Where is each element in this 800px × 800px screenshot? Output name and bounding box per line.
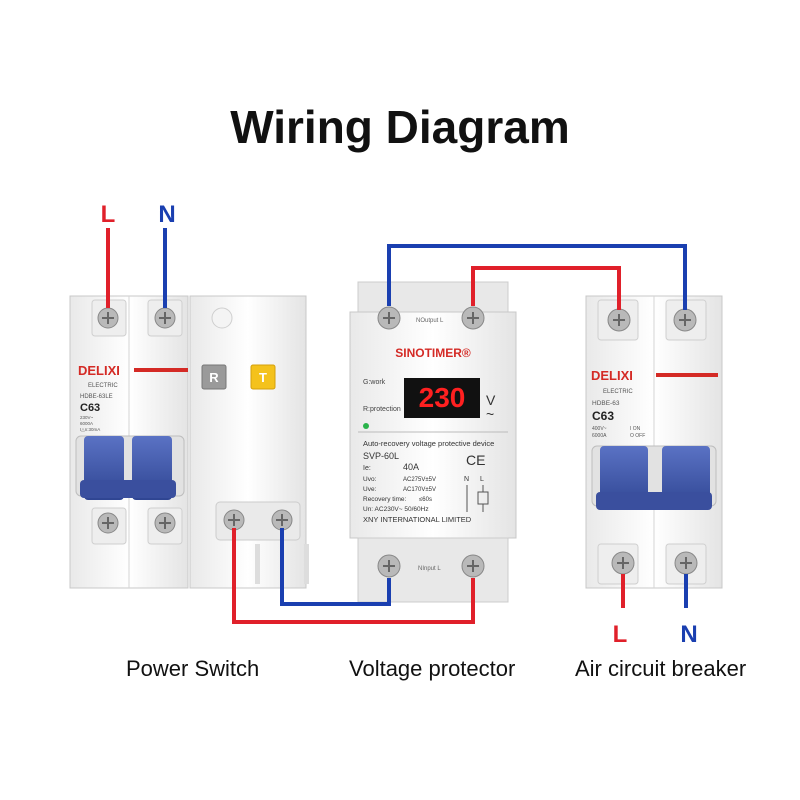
protector-model: SVP-60L [363,451,399,461]
handle-bar[interactable] [596,492,712,510]
indicator-window [211,307,233,329]
screw-slot [680,557,692,569]
power-switch: DELIXI ELECTRIC HDBE-63LE C63 230V~ 6000… [69,295,309,589]
screw-slot [102,312,114,324]
screw-slot [159,312,171,324]
diagram-title: Wiring Diagram [230,101,570,153]
power-switch-brand: DELIXI [78,363,120,378]
input-neutral-label: N [158,201,175,228]
ce-mark: CE [466,452,485,468]
screw-slot [617,557,629,569]
uvo-label: Uvo: [363,476,377,483]
output-terminal-label: NOutput L [416,318,444,324]
terminal-pin [304,544,309,584]
status-protection-label: R:protection [363,406,401,413]
air-circuit-breaker: DELIXI ELECTRIC HDBE-63 C63 400V~ 6000A … [585,295,723,589]
wires [106,228,688,624]
air-breaker-rating: C63 [592,409,614,423]
brand-stripe [656,373,718,377]
ac-symbol: ~ [486,406,494,422]
handle-bar[interactable] [80,480,176,498]
screw-slot [613,314,625,326]
manufacturer: XNY INTERNATIONAL LIMITED [363,515,472,524]
power-switch-caption: Power Switch [126,656,260,681]
status-work-label: G:work [363,379,386,386]
screw-slot [467,560,479,572]
air-breaker-spec-2: 6000A [592,433,607,439]
reset-button[interactable] [250,364,276,390]
uve-label: Uve: [363,486,377,493]
protector-brand: SINOTIMER® [395,346,471,360]
input-live-label: L [101,201,116,228]
voltage-protector: NOutput L SINOTIMER® G:work R:protection… [349,281,517,603]
n-mark: N [464,476,469,483]
screw-slot [679,314,691,326]
air-breaker-off-label: O OFF [630,433,645,439]
ie-value: 40A [403,462,419,472]
work-led-icon [363,423,369,429]
reset-button-label: T [259,370,267,385]
screw-slot [383,312,395,324]
power-switch-rating: C63 [80,402,100,414]
brand-stripe [134,368,188,372]
screw-slot [102,517,114,529]
screw-slot [228,514,240,526]
output-live-label: L [613,621,628,648]
power-switch-model: HDBE-63LE [80,394,113,400]
input-terminal-label: NInput L [418,566,441,572]
live-protector-to-breaker-wire [471,266,621,310]
air-breaker-on-label: I ON [630,426,641,432]
protector-description: Auto-recovery voltage protective device [363,439,494,448]
power-switch-rcd-body [189,295,307,589]
screw-slot [467,312,479,324]
neutral-switch-to-protector-wire [280,528,391,606]
uvo-value: AC275V±5V [403,477,436,483]
test-button[interactable] [201,364,227,390]
voltage-display [404,378,480,418]
test-button-label: R [209,370,219,385]
terminal-pin [255,544,260,584]
power-switch-brand-sub: ELECTRIC [88,383,118,389]
uve-value: AC170V±5V [403,487,436,493]
voltage-unit: V [486,392,496,408]
live-switch-to-protector-wire [232,528,475,624]
air-breaker-brand: DELIXI [591,368,633,383]
voltage-display-value: 230 [419,382,466,413]
screw-slot [383,560,395,572]
l-mark: L [480,476,484,483]
ie-label: Ie: [363,465,371,472]
circuit-symbol-icon [466,485,489,512]
un-rating: Un: AC230V~ 50/60Hz [363,506,429,513]
power-switch-spec-3: I△n:30mA [80,427,100,432]
air-breaker-brand-sub: ELECTRIC [603,389,633,395]
air-breaker-caption: Air circuit breaker [575,656,747,681]
power-switch-spec-2: 6000A [80,421,93,426]
protector-top-cap [357,281,509,313]
screw-slot [159,517,171,529]
recovery-value: ≤60s [419,497,432,503]
voltage-protector-caption: Voltage protector [349,656,516,681]
output-neutral-label: N [680,621,697,648]
neutral-protector-to-breaker-wire [387,244,687,310]
air-breaker-model: HDBE-63 [592,400,620,407]
air-breaker-spec-1: 400V~ [592,426,607,432]
screw-slot [276,514,288,526]
power-switch-spec-1: 230V~ [80,415,94,420]
recovery-label: Recovery time: [363,496,407,503]
